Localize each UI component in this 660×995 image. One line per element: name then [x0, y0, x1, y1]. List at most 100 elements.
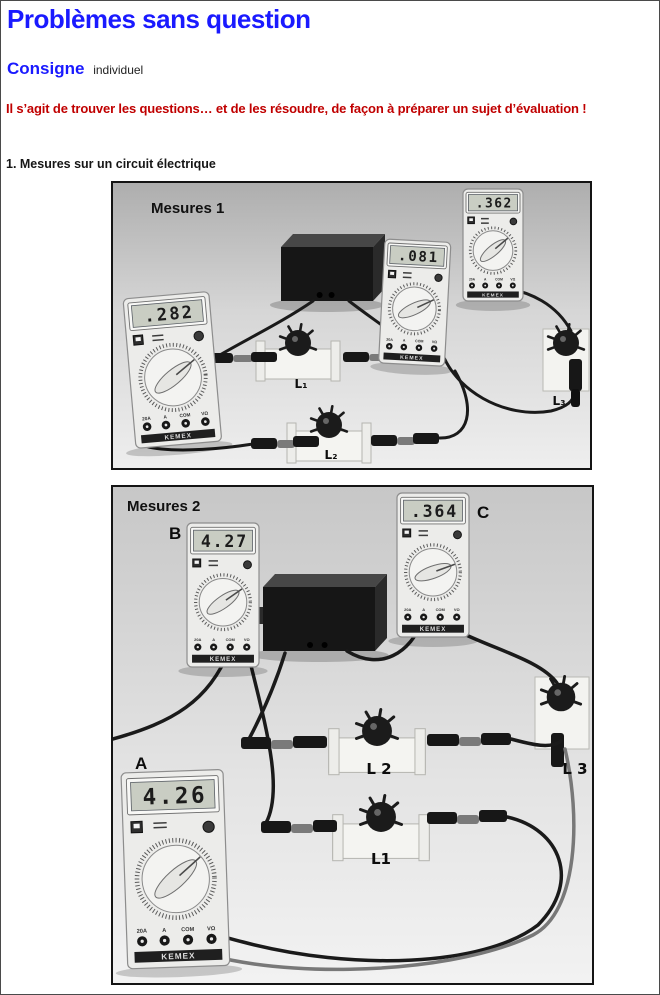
jack-label: A — [403, 339, 406, 343]
figure2-caption: Mesures 2 — [127, 498, 200, 515]
brand-label: KEMEX — [482, 292, 504, 297]
adjust-knob — [453, 530, 462, 540]
jack-label: COM — [226, 637, 236, 642]
banana-plug — [293, 736, 327, 748]
lamp-l3-photo2 — [534, 674, 590, 767]
adjust-knob — [243, 560, 252, 570]
range-selector — [397, 299, 435, 319]
banana-plug — [251, 438, 277, 449]
jack-label: 20A — [142, 416, 152, 423]
jack-label: COM — [415, 339, 424, 343]
lcd-screen — [403, 499, 463, 522]
jack-label: COM — [495, 278, 503, 282]
jack-label: VΩ — [432, 340, 438, 344]
lcd-screen — [468, 194, 519, 212]
wire — [180, 747, 576, 972]
multimeter-a-display: 4.26 — [142, 782, 207, 810]
jack-label: VΩ — [207, 926, 216, 932]
lamp-l3-label: L 3 — [562, 760, 587, 778]
brand-label: KEMEX — [420, 627, 446, 633]
jack-label: A — [212, 637, 215, 642]
jack-label: COM — [181, 927, 195, 933]
lamp-bulb — [366, 802, 396, 832]
banana-plug — [479, 810, 507, 822]
battery-box-2 — [249, 574, 389, 662]
banana-plug — [481, 733, 511, 745]
banana-plug — [343, 352, 369, 362]
brand-strip — [383, 352, 441, 363]
wire — [509, 737, 563, 748]
section-heading: 1. Mesures sur un circuit électrique — [6, 157, 216, 171]
lamp-l1-photo2 — [332, 793, 430, 862]
consigne-line: Consigne individuel — [7, 59, 143, 79]
lamp-l2-label: L₂ — [325, 448, 338, 462]
brand-label: KEMEX — [210, 657, 236, 663]
banana-plug — [371, 435, 397, 446]
meter-b-tag: B — [169, 524, 181, 543]
adjust-knob — [202, 820, 215, 833]
dial-scale-ticks — [194, 573, 252, 632]
banana-plug — [457, 815, 479, 824]
lamp-bulb — [362, 716, 392, 746]
banana-plug — [427, 734, 459, 746]
banana-plug — [293, 436, 319, 447]
jack-label: A — [162, 928, 166, 934]
jack-label: VΩ — [201, 411, 209, 418]
lcd-screen — [193, 529, 253, 552]
lcd-screen — [130, 299, 204, 328]
multimeter-left-display: .282 — [143, 303, 195, 327]
jack-label: A — [484, 278, 487, 282]
adjust-knob — [509, 217, 518, 226]
jack-label: 20A — [404, 607, 411, 612]
lamp-l1-label: L₁ — [295, 377, 308, 391]
banana-plug — [459, 737, 481, 746]
brand-label: KEMEX — [161, 951, 196, 961]
dial-scale-ticks — [387, 282, 441, 336]
lamp-bulb — [316, 412, 342, 438]
banana-plug — [261, 821, 291, 833]
lamp-l3-label: L₃ — [553, 394, 566, 408]
lamp-l2-photo2 — [328, 707, 426, 776]
jack-label: 20A — [137, 929, 148, 935]
jack-label: 20A — [194, 637, 201, 642]
dial-scale-ticks — [404, 543, 462, 602]
multimeter-c-display: .364 — [411, 502, 458, 521]
lcd-screen — [130, 779, 216, 812]
brand-strip — [402, 624, 464, 633]
dial-scale-ticks — [468, 226, 518, 275]
wire — [437, 369, 469, 440]
jack-label: VΩ — [510, 278, 515, 282]
banana-plug — [241, 737, 271, 749]
banana-plug — [291, 824, 313, 833]
range-selector — [154, 856, 201, 899]
multimeter-right-display: .362 — [476, 196, 513, 211]
banana-plug — [571, 389, 580, 407]
jack-label: VΩ — [454, 607, 461, 612]
banana-plug — [277, 440, 295, 448]
meter-a-tag: A — [135, 754, 147, 773]
lamp-bulb — [553, 330, 579, 356]
brand-strip — [140, 428, 216, 444]
range-selector — [206, 588, 243, 615]
wire — [204, 815, 564, 963]
brand-strip — [467, 291, 519, 298]
multimeter-right: .362 20A A COM VΩ KEMEX — [455, 188, 531, 311]
consigne-detail: individuel — [93, 63, 144, 77]
jack-label: A — [163, 414, 168, 420]
lamp-bulb — [285, 330, 311, 356]
range-selector — [414, 562, 456, 582]
jack-label: 20A — [469, 278, 476, 282]
lamp-bulb — [546, 682, 576, 712]
banana-plug — [397, 437, 415, 445]
page-title: Problèmes sans question — [7, 4, 311, 34]
jack-label: COM — [436, 607, 446, 612]
